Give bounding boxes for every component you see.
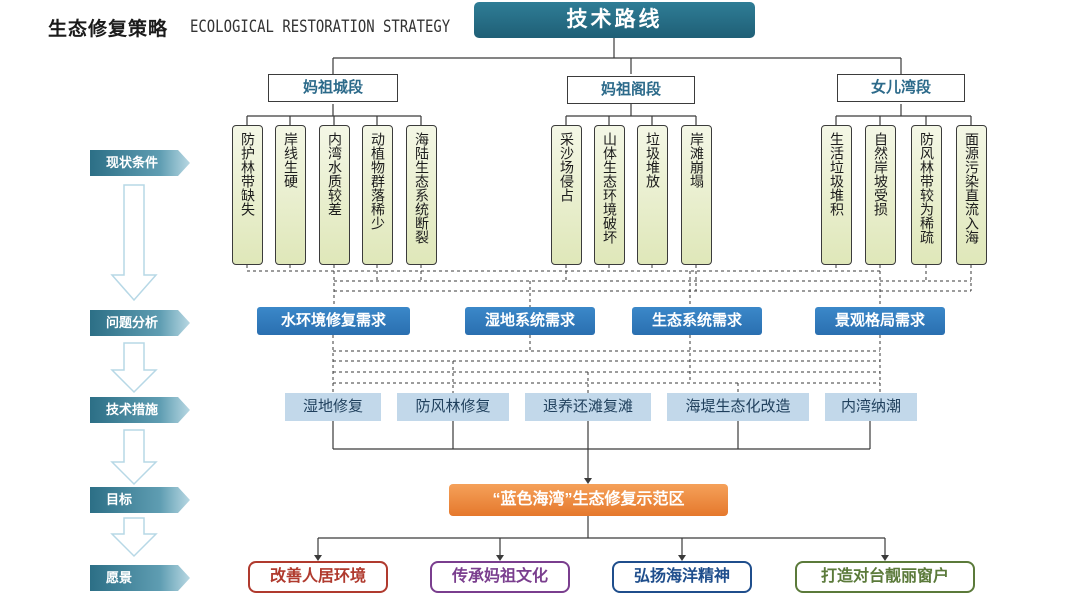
section-box-mazu-pavilion: 妈祖阁段	[567, 76, 695, 104]
condition-box: 防护林带缺失	[232, 125, 263, 265]
row-label-vision: 愿景	[90, 565, 190, 591]
condition-box: 垃圾堆放	[637, 125, 668, 265]
vision-box: 打造对台靓丽窗户	[795, 561, 975, 593]
condition-box: 内湾水质较差	[319, 125, 350, 265]
condition-box: 面源污染直流入海	[956, 125, 987, 265]
need-box-water: 水环境修复需求	[257, 307, 410, 335]
condition-box: 岸线生硬	[275, 125, 306, 265]
vision-box: 传承妈祖文化	[430, 561, 570, 593]
measure-box: 湿地修复	[285, 393, 381, 421]
measure-box: 退养还滩复滩	[525, 393, 651, 421]
condition-box: 自然岸坡受损	[865, 125, 896, 265]
row-label-current-conditions: 现状条件	[90, 150, 190, 176]
header-title-en: ECOLOGICAL RESTORATION STRATEGY	[190, 17, 451, 37]
condition-box: 防风林带较为稀疏	[911, 125, 942, 265]
goal-box: “蓝色海湾”生态修复示范区	[449, 484, 728, 516]
row-label-technical-measures: 技术措施	[90, 397, 190, 423]
condition-box: 山体生态环境破坏	[594, 125, 625, 265]
need-box-landscape: 景观格局需求	[815, 307, 945, 335]
condition-box: 海陆生态系统断裂	[406, 125, 437, 265]
measure-box: 内湾纳潮	[825, 393, 917, 421]
section-box-mazu-city: 妈祖城段	[268, 74, 398, 102]
vision-box: 弘扬海洋精神	[612, 561, 752, 593]
measure-box: 海堤生态化改造	[667, 393, 809, 421]
measure-box: 防风林修复	[397, 393, 509, 421]
section-box-daughter-bay: 女儿湾段	[837, 74, 965, 102]
condition-box: 生活垃圾堆积	[821, 125, 852, 265]
vision-box: 改善人居环境	[248, 561, 388, 593]
condition-box: 岸滩崩塌	[681, 125, 712, 265]
need-box-wetland: 湿地系统需求	[465, 307, 595, 335]
condition-box: 采沙场侵占	[551, 125, 582, 265]
main-title-box: 技术路线	[474, 2, 755, 38]
row-label-goal: 目标	[90, 487, 190, 513]
row-label-problem-analysis: 问题分析	[90, 310, 190, 336]
need-box-ecosystem: 生态系统需求	[632, 307, 762, 335]
header-title-cn: 生态修复策略	[48, 19, 169, 40]
condition-box: 动植物群落稀少	[362, 125, 393, 265]
